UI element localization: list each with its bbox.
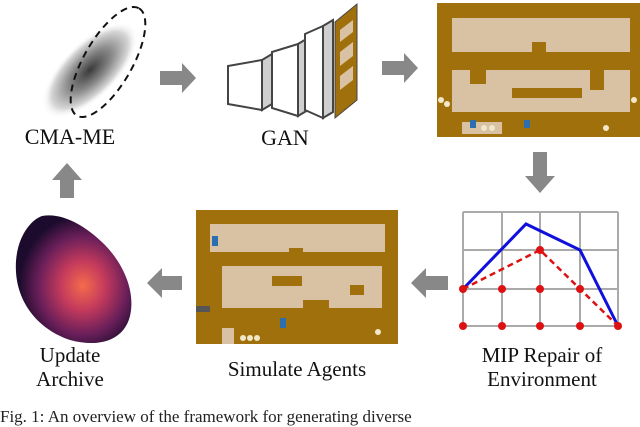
archive-heatmap-icon [15, 215, 132, 343]
arrow-down-icon [525, 152, 555, 193]
arrow-right-icon [160, 63, 196, 93]
update-line-1: Update [39, 343, 101, 367]
gaussian-blob-icon [41, 5, 147, 119]
update-line-2: Archive [36, 366, 104, 391]
cma-me-label: CMA-ME [24, 124, 116, 149]
mip-repair-line-2: Environment [487, 366, 597, 391]
update-archive-label: Update Archive [0, 343, 140, 391]
arrow-up-icon [52, 163, 82, 198]
gan-network-icon [227, 2, 358, 120]
mip-repair-line-1: MIP Repair of [481, 343, 603, 367]
mip-plot-icon [459, 211, 622, 330]
arrow-left-icon [411, 268, 448, 298]
arrow-left-icon [147, 268, 182, 298]
arrow-right-icon [382, 53, 418, 83]
level-map-icon [437, 3, 640, 137]
figure-caption: Fig. 1: An overview of the framework for… [0, 407, 412, 426]
gan-label: GAN [261, 125, 309, 150]
simulate-agents-label: Simulate Agents [227, 357, 367, 381]
mip-repair-label: MIP Repair of Environment [452, 343, 632, 391]
level-map-icon [196, 210, 398, 344]
